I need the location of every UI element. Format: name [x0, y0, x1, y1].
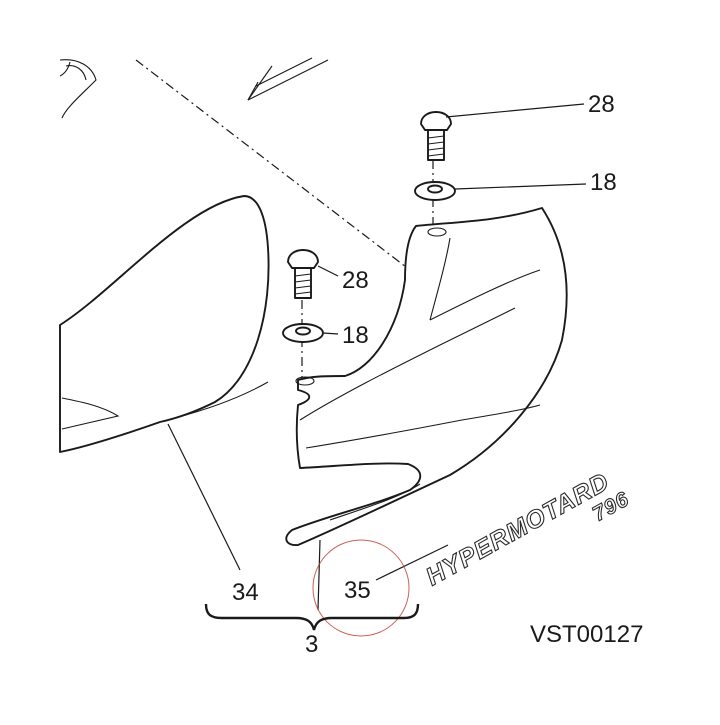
direction-arrow-icon: [247, 57, 329, 101]
decal-line1: HYPERMOTARD: [421, 467, 614, 591]
assembly-axis-line: [135, 59, 437, 291]
screw-28-lower: [287, 249, 319, 299]
label-screw-28-upper: 28: [588, 91, 615, 118]
frame-fragment: [59, 59, 97, 119]
washer-18-upper: [414, 181, 456, 201]
label-assembly-3: 3: [305, 631, 318, 658]
label-part-34: 34: [232, 579, 259, 606]
washer-18-lower: [282, 323, 324, 343]
screw-28-upper: [420, 111, 452, 161]
side-panel-34: [59, 195, 270, 453]
hypermotard-decal: HYPERMOTARD 796: [421, 467, 634, 592]
label-screw-28-lower: 28: [342, 267, 369, 294]
assembly-brace: [204, 603, 420, 631]
side-panel-35: [285, 207, 568, 546]
label-washer-18-upper: 18: [590, 169, 617, 196]
highlight-circle: [312, 539, 410, 637]
drawing-code: VST00127: [530, 621, 643, 648]
leader-lines: [167, 103, 587, 611]
label-part-35: 35: [344, 577, 371, 604]
label-washer-18-lower: 18: [342, 322, 369, 349]
